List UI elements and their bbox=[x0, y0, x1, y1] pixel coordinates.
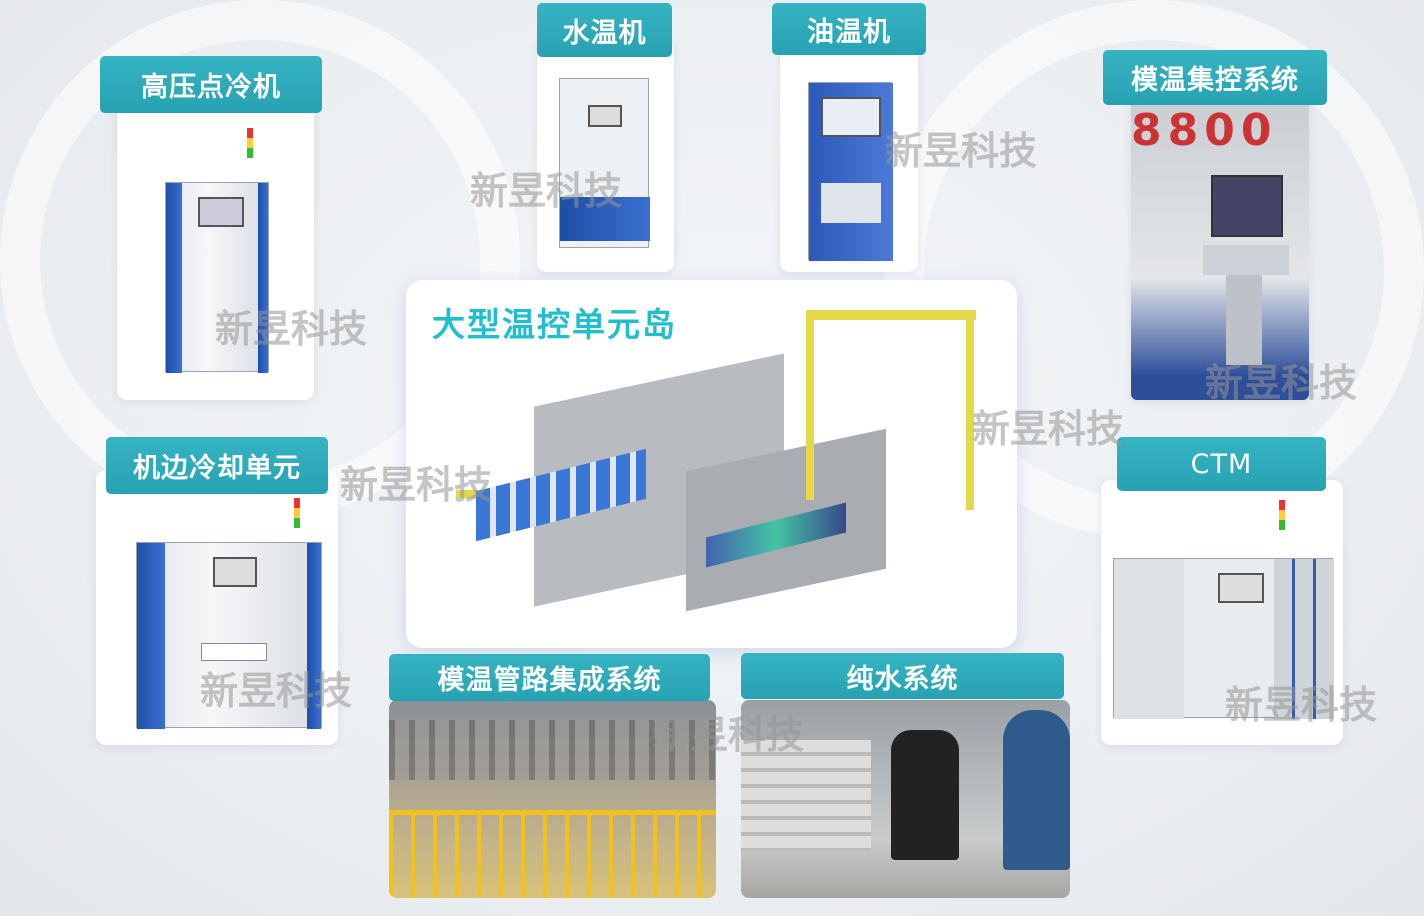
card-ctm[interactable] bbox=[1101, 480, 1343, 745]
machine-image bbox=[165, 182, 269, 373]
label-pipeline: 模温管路集成系统 bbox=[389, 654, 710, 701]
card-high-pressure-chiller[interactable] bbox=[117, 90, 314, 400]
control-station-image: 8800 bbox=[1131, 95, 1309, 400]
signal-lamp-icon bbox=[247, 128, 253, 158]
machine-image bbox=[559, 78, 650, 248]
label-side-cooling: 机边冷却单元 bbox=[106, 437, 328, 494]
signal-lamp-icon bbox=[1279, 500, 1285, 530]
machine-image bbox=[136, 542, 322, 729]
label-central-control: 模温集控系统 bbox=[1103, 50, 1327, 105]
center-title: 大型温控单元岛 bbox=[432, 305, 677, 344]
card-water-heater[interactable] bbox=[537, 40, 674, 272]
card-oil-heater[interactable] bbox=[780, 40, 918, 272]
label-pure-water: 纯水系统 bbox=[741, 653, 1064, 699]
card-central-control[interactable]: 8800 bbox=[1131, 95, 1309, 400]
card-side-cooling[interactable] bbox=[96, 470, 338, 745]
machine-image bbox=[1113, 558, 1334, 719]
card-temperature-control-island[interactable]: 大型温控单元岛 bbox=[406, 280, 1017, 648]
pipeline-photo bbox=[389, 700, 716, 898]
label-ctm: CTM bbox=[1117, 437, 1326, 491]
label-water-heater: 水温机 bbox=[537, 3, 672, 57]
machine-image bbox=[808, 82, 893, 261]
label-high-pressure-chiller: 高压点冷机 bbox=[100, 56, 322, 113]
label-oil-heater: 油温机 bbox=[772, 3, 926, 55]
signal-lamp-icon bbox=[294, 498, 300, 528]
pure-water-photo bbox=[741, 700, 1070, 898]
